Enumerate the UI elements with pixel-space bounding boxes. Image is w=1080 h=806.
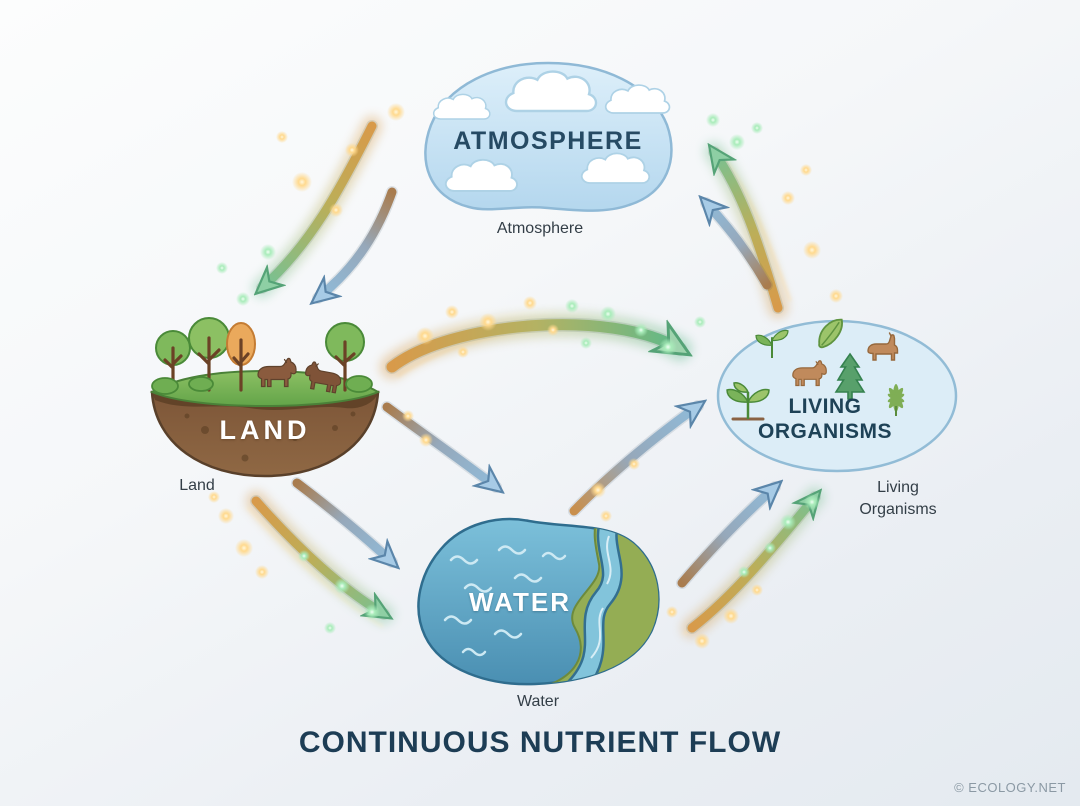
deer-icon	[867, 332, 899, 361]
living-organisms-caption: Living Organisms	[859, 479, 937, 518]
bush-icon	[151, 375, 373, 395]
arrow-living-organisms-to-atmosphere-blue	[706, 203, 773, 291]
land-caption: Land	[179, 477, 215, 494]
arrow-water-to-living-organisms-blue-mid	[568, 406, 698, 517]
arrow-water-to-living-organisms-blue	[676, 487, 775, 589]
arrow-land-to-water-blue-mid	[381, 401, 496, 487]
atmosphere-caption: Atmosphere	[496, 220, 584, 237]
lake-river-icon	[417, 517, 660, 686]
water-caption: Water	[516, 693, 560, 710]
water-label: WATER	[469, 587, 571, 617]
credit-watermark: © ECOLOGY.NET	[954, 780, 1066, 795]
wave-icon	[443, 545, 567, 657]
arrow-land-to-water-blue	[291, 477, 392, 562]
pine-tree-icon	[834, 352, 866, 400]
land-trees-cows-icon	[149, 317, 381, 478]
living-organisms-label: LIVING ORGANISMS	[757, 395, 892, 444]
arrow-land-to-living-organisms-green	[380, 312, 680, 379]
leaf-icon	[818, 318, 843, 349]
tree-icon	[155, 317, 365, 392]
diagram-title: CONTINUOUS NUTRIENT FLOW	[298, 726, 782, 759]
hemp-leaf-icon	[887, 384, 905, 416]
sprout-icon	[755, 329, 789, 359]
arrow-land-to-water-green	[246, 491, 394, 624]
sparkle-particles	[208, 103, 843, 649]
arrow-atmosphere-to-land-green	[252, 116, 382, 298]
arrow-water-to-living-organisms-green	[682, 487, 825, 638]
atmosphere-label: ATMOSPHERE	[453, 127, 643, 155]
sprout-icon	[726, 382, 770, 421]
clouds-icon	[424, 61, 673, 212]
arrow-atmosphere-to-land-blue	[318, 186, 398, 298]
plants-animals-icon	[716, 318, 958, 473]
land-label: LAND	[219, 415, 311, 445]
